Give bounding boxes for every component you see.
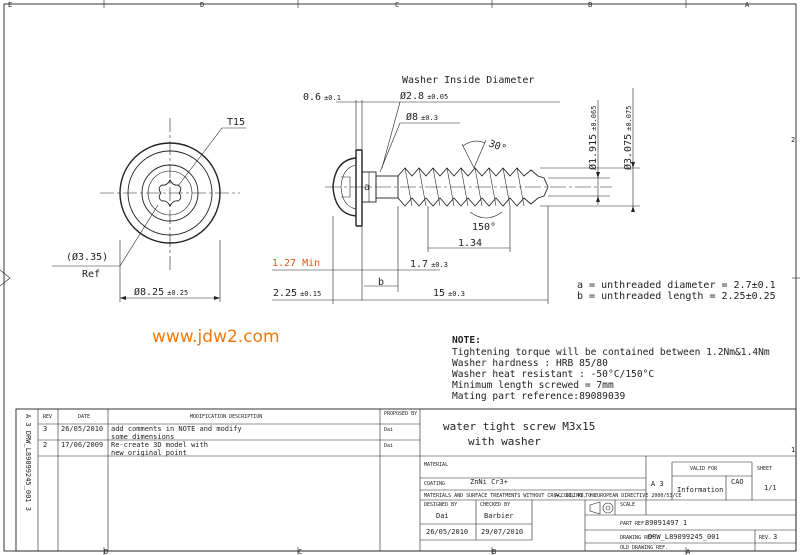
zone-top-e: E <box>8 1 12 9</box>
zone-bottom-d: D <box>104 548 108 555</box>
zone-bottom-a: A <box>686 548 691 555</box>
torx-recess-icon <box>158 178 182 208</box>
note-line: Minimum length screwed = 7mm <box>452 380 614 391</box>
rev-value: 3 <box>773 533 777 541</box>
notes-heading: NOTE: <box>452 335 481 346</box>
revision-number: 2 <box>43 441 47 449</box>
drawing-frame <box>3 3 797 552</box>
dim-1-34: 1.34 <box>458 238 482 249</box>
revision-by: Dai <box>384 427 393 433</box>
revision-date: 17/06/2009 <box>61 441 103 449</box>
part-title: water tight screw M3x15 <box>443 420 595 433</box>
zone-top-c: C <box>395 1 399 9</box>
zone-bottom-b: B <box>492 548 496 555</box>
legend-a: a = unthreaded diameter = 2.7±0.1 <box>577 280 776 291</box>
coating-value: ZnNi Cr3+ <box>470 478 508 486</box>
validity-status: Information <box>677 486 723 494</box>
zone-top-a: A <box>745 1 750 9</box>
note-line: Mating part reference:89089039 <box>452 391 626 402</box>
revision-number: 3 <box>43 425 47 433</box>
header-description: MODIFICATION DESCRIPTION <box>190 414 262 420</box>
treatment-directive: ACCORDING TO EUROPEAN DIRECTIVE 2000/53/… <box>555 493 681 499</box>
projection-symbol-icon <box>589 501 614 515</box>
designer-name: Dai <box>436 512 449 520</box>
check-date: 29/07/2010 <box>481 528 523 536</box>
side-drawing-ref: A 3 DRW_L89099245_001 3 <box>24 414 32 511</box>
side-view: Washer Inside Diameter 0.6±0.1 Ø2.8±0.05… <box>272 75 640 304</box>
sheet-number: 1/1 <box>764 484 777 492</box>
ref-label: Ref <box>82 269 100 280</box>
torx-size-label: T15 <box>227 117 245 128</box>
part-ref-label: PART REF. <box>620 521 647 527</box>
watermark: www.jdw2.com <box>152 327 280 347</box>
valid-for-label: VALID FOR <box>690 466 718 472</box>
revision-description: new original point <box>111 449 187 457</box>
part-title-line-2: with washer <box>468 435 541 448</box>
drawing-ref-value: DRW_L89099245_001 <box>648 533 720 541</box>
washer-diameter-dim: Ø8.25±0.25 <box>134 286 188 298</box>
scale-label: SCALE <box>620 502 635 508</box>
sheet-label: SHEET <box>757 466 772 472</box>
dim-2-25: 2.25±0.15 <box>273 288 321 299</box>
checked-by-label: CHECKED BY <box>480 502 510 508</box>
rev-label: REV. <box>759 535 771 541</box>
note-line: Washer hardness : HRB 85/80 <box>452 358 608 369</box>
dim-1-7: 1.7±0.3 <box>410 259 448 270</box>
revision-by: Dai <box>384 443 393 449</box>
revision-description: add comments in NOTE and modify <box>111 425 242 433</box>
format-size: A 3 <box>651 480 664 488</box>
thread-angle-30: 30° <box>487 138 508 155</box>
notes-block: NOTE: Tightening torque will be containe… <box>452 335 770 402</box>
dim-a: a <box>364 182 370 193</box>
washer-inside-diameter-heading: Washer Inside Diameter <box>402 75 534 86</box>
note-line: Tightening torque will be contained betw… <box>452 347 770 358</box>
coating-label: COATING <box>424 481 445 487</box>
cad-label: CAO <box>731 478 744 486</box>
checker-name: Barbier <box>484 512 514 520</box>
zone-bottom-c: C <box>298 548 302 555</box>
dim-1-27-min: 1.27 Min <box>272 258 320 269</box>
centering-mark-icon <box>0 269 11 287</box>
zone-top-d: D <box>200 1 204 9</box>
thread-profile <box>397 167 549 207</box>
tip-angle-150: 150° <box>472 222 496 233</box>
dim-dia-8: Ø8±0.3 <box>406 111 438 123</box>
dim-15: 15±0.3 <box>433 288 465 299</box>
dim-dia-1-915: Ø1.915±0.065 <box>587 106 599 170</box>
dim-dia-3-075: Ø3.075±0.075 <box>622 106 634 170</box>
zone-top-b: B <box>588 1 592 9</box>
header-rev: REV <box>43 414 52 420</box>
zone-right-1: 1 <box>791 446 795 454</box>
designed-by-label: DESIGNED BY <box>424 502 457 508</box>
dim-dia-2-8: Ø2.8±0.05 <box>400 90 448 102</box>
old-drawing-ref-label: OLD DRAWING REF. <box>620 545 668 551</box>
note-line: Washer heat resistant : -50°C/150°C <box>452 369 654 380</box>
design-date: 26/05/2010 <box>426 528 468 536</box>
material-label: MATERIAL <box>424 462 448 468</box>
revision-description: Re-create 3D model with <box>111 441 208 449</box>
ref-diameter: (Ø3.35) <box>66 251 108 263</box>
zone-right-2: 2 <box>791 136 795 144</box>
front-view: T15 (Ø3.35) Ref Ø8.25±0.25 <box>52 117 246 302</box>
header-proposed-by: PROPOSED BY <box>384 411 417 417</box>
drawing-ref-label: DRAWING REF. <box>620 535 656 541</box>
dim-0-6: 0.6±0.1 <box>303 92 341 103</box>
revision-date: 26/05/2010 <box>61 425 103 433</box>
treatment-note: MATERIALS AND SURFACE TREATMENTS WITHOUT… <box>424 493 596 499</box>
revision-description: some dimensions <box>111 433 174 441</box>
title-block: A 3 DRW_L89099245_001 3 REV DATE MODIFIC… <box>15 408 797 552</box>
dim-b: b <box>378 277 384 288</box>
header-date: DATE <box>78 414 90 420</box>
part-ref-value: 89091497 1 <box>645 519 687 527</box>
legend-b: b = unthreaded length = 2.25±0.25 <box>577 291 776 302</box>
